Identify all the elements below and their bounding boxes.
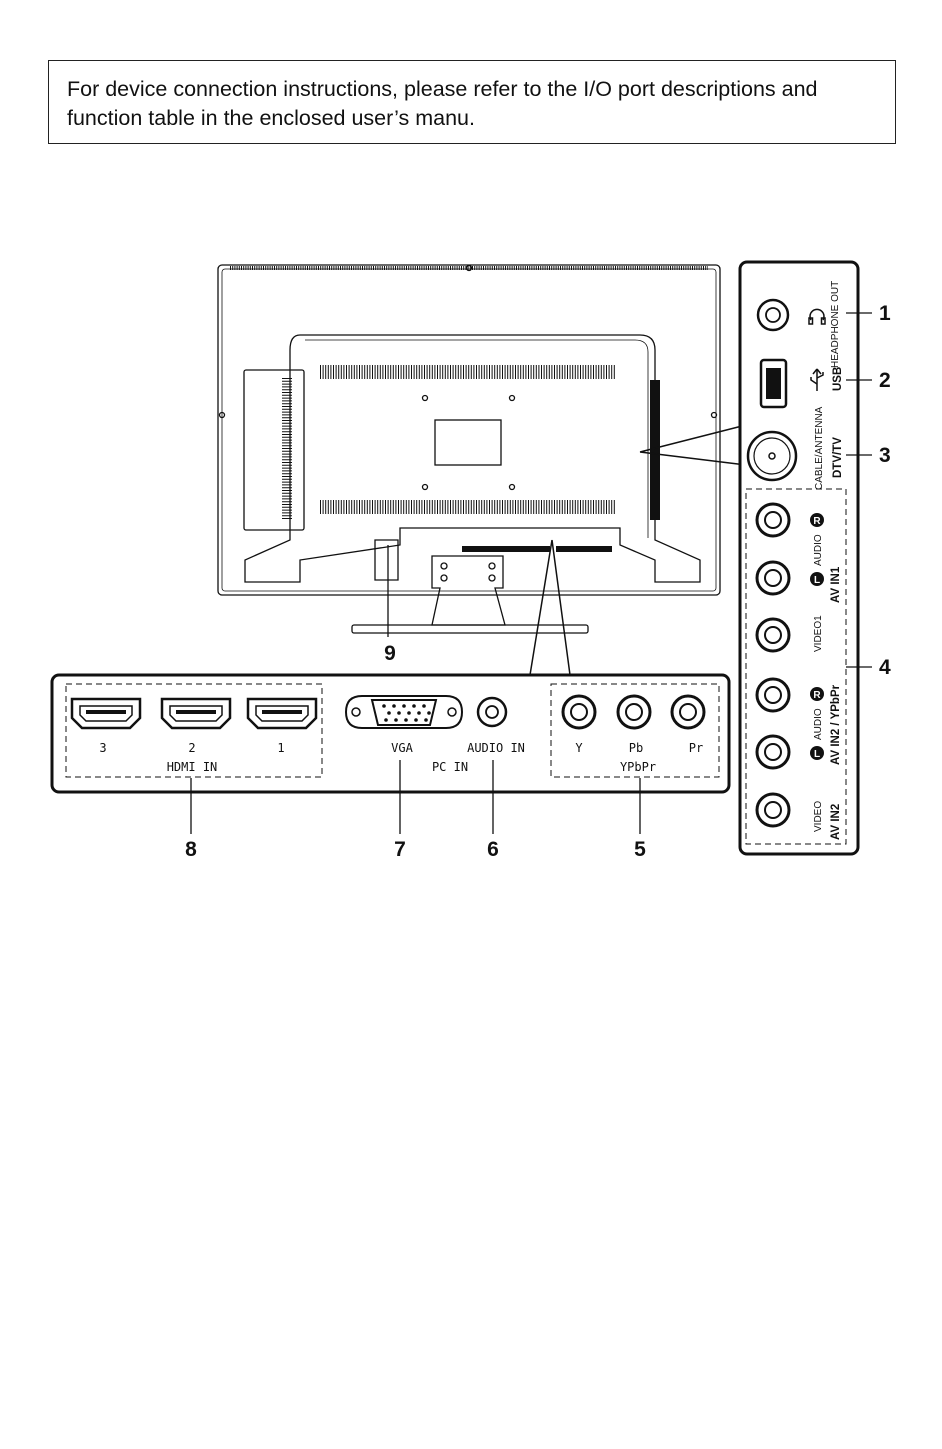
- av1-audio-label: AUDIO: [813, 534, 824, 566]
- callout-9: 9: [384, 642, 396, 665]
- hdmi-3-port[interactable]: [72, 699, 140, 728]
- callout-8: 8: [185, 838, 197, 861]
- av2-audio-label: AUDIO: [813, 708, 824, 740]
- headphone-jack[interactable]: [758, 300, 788, 330]
- av1-audio-left-jack[interactable]: [757, 562, 789, 594]
- callout-3: 3: [879, 444, 891, 467]
- hdmi-in-label: HDMI IN: [167, 760, 218, 774]
- side-io-panel: HEADPHONE OUT USB CABLE/ANTENNA DTV/TV: [740, 262, 858, 854]
- av2-video-jack[interactable]: [757, 794, 789, 826]
- svg-text:L: L: [814, 749, 820, 760]
- audio-in-label: AUDIO IN: [467, 741, 525, 755]
- usb-label: USB: [832, 367, 844, 391]
- av2-left-badge: L: [810, 746, 824, 760]
- pc-in-label: PC IN: [432, 760, 468, 774]
- hdmi-1-port[interactable]: [248, 699, 316, 728]
- antenna-connector[interactable]: [748, 432, 796, 480]
- ypbpr-pr-label: Pr: [689, 741, 703, 755]
- audio-in-jack[interactable]: [478, 698, 506, 726]
- av1-left-badge: L: [810, 572, 824, 586]
- callout-2: 2: [879, 369, 891, 392]
- hdmi-2-port[interactable]: [162, 699, 230, 728]
- video1-label: VIDEO1: [813, 615, 824, 652]
- vga-label: VGA: [391, 741, 413, 755]
- headphone-out-label: HEADPHONE OUT: [830, 281, 841, 368]
- usb-port[interactable]: [761, 360, 786, 407]
- cable-antenna-label: CABLE/ANTENNA: [814, 406, 825, 490]
- av-in2-ypbpr-label: AV IN2 / YPbPr: [830, 684, 842, 765]
- av-in2-label: AV IN2: [830, 804, 842, 840]
- ypbpr-pb-label: Pb: [629, 741, 643, 755]
- av2-audio-right-jack[interactable]: [757, 679, 789, 711]
- svg-text:R: R: [813, 516, 821, 527]
- ypbpr-pb-jack[interactable]: [618, 696, 650, 728]
- callout-1: 1: [879, 302, 891, 325]
- callout-6: 6: [487, 838, 499, 861]
- hdmi-2-label: 2: [188, 741, 195, 755]
- ypbpr-y-label: Y: [575, 741, 583, 755]
- dtv-tv-label: DTV/TV: [832, 437, 844, 478]
- av-in1-label: AV IN1: [830, 566, 842, 603]
- av1-audio-right-jack[interactable]: [757, 504, 789, 536]
- tv-back-view: [218, 265, 720, 633]
- av2-right-badge: R: [810, 687, 824, 701]
- vga-port[interactable]: [346, 696, 462, 728]
- callout-7: 7: [394, 838, 406, 861]
- av2-audio-left-jack[interactable]: [757, 736, 789, 768]
- callout-4: 4: [879, 656, 891, 679]
- callout-5: 5: [634, 838, 646, 861]
- ypbpr-label: YPbPr: [620, 760, 656, 774]
- hdmi-1-label: 1: [277, 741, 284, 755]
- svg-text:L: L: [814, 575, 820, 586]
- av1-video-jack[interactable]: [757, 619, 789, 651]
- av1-right-badge: R: [810, 513, 824, 527]
- hdmi-3-label: 3: [99, 741, 106, 755]
- bottom-io-panel: 3 2 1 HDMI IN VGA AUDIO IN PC IN: [52, 675, 729, 792]
- ypbpr-pr-jack[interactable]: [672, 696, 704, 728]
- av2-video-label: VIDEO: [813, 801, 824, 832]
- svg-text:R: R: [813, 690, 821, 701]
- ypbpr-y-jack[interactable]: [563, 696, 595, 728]
- bottom-zoom-lines: [530, 540, 570, 675]
